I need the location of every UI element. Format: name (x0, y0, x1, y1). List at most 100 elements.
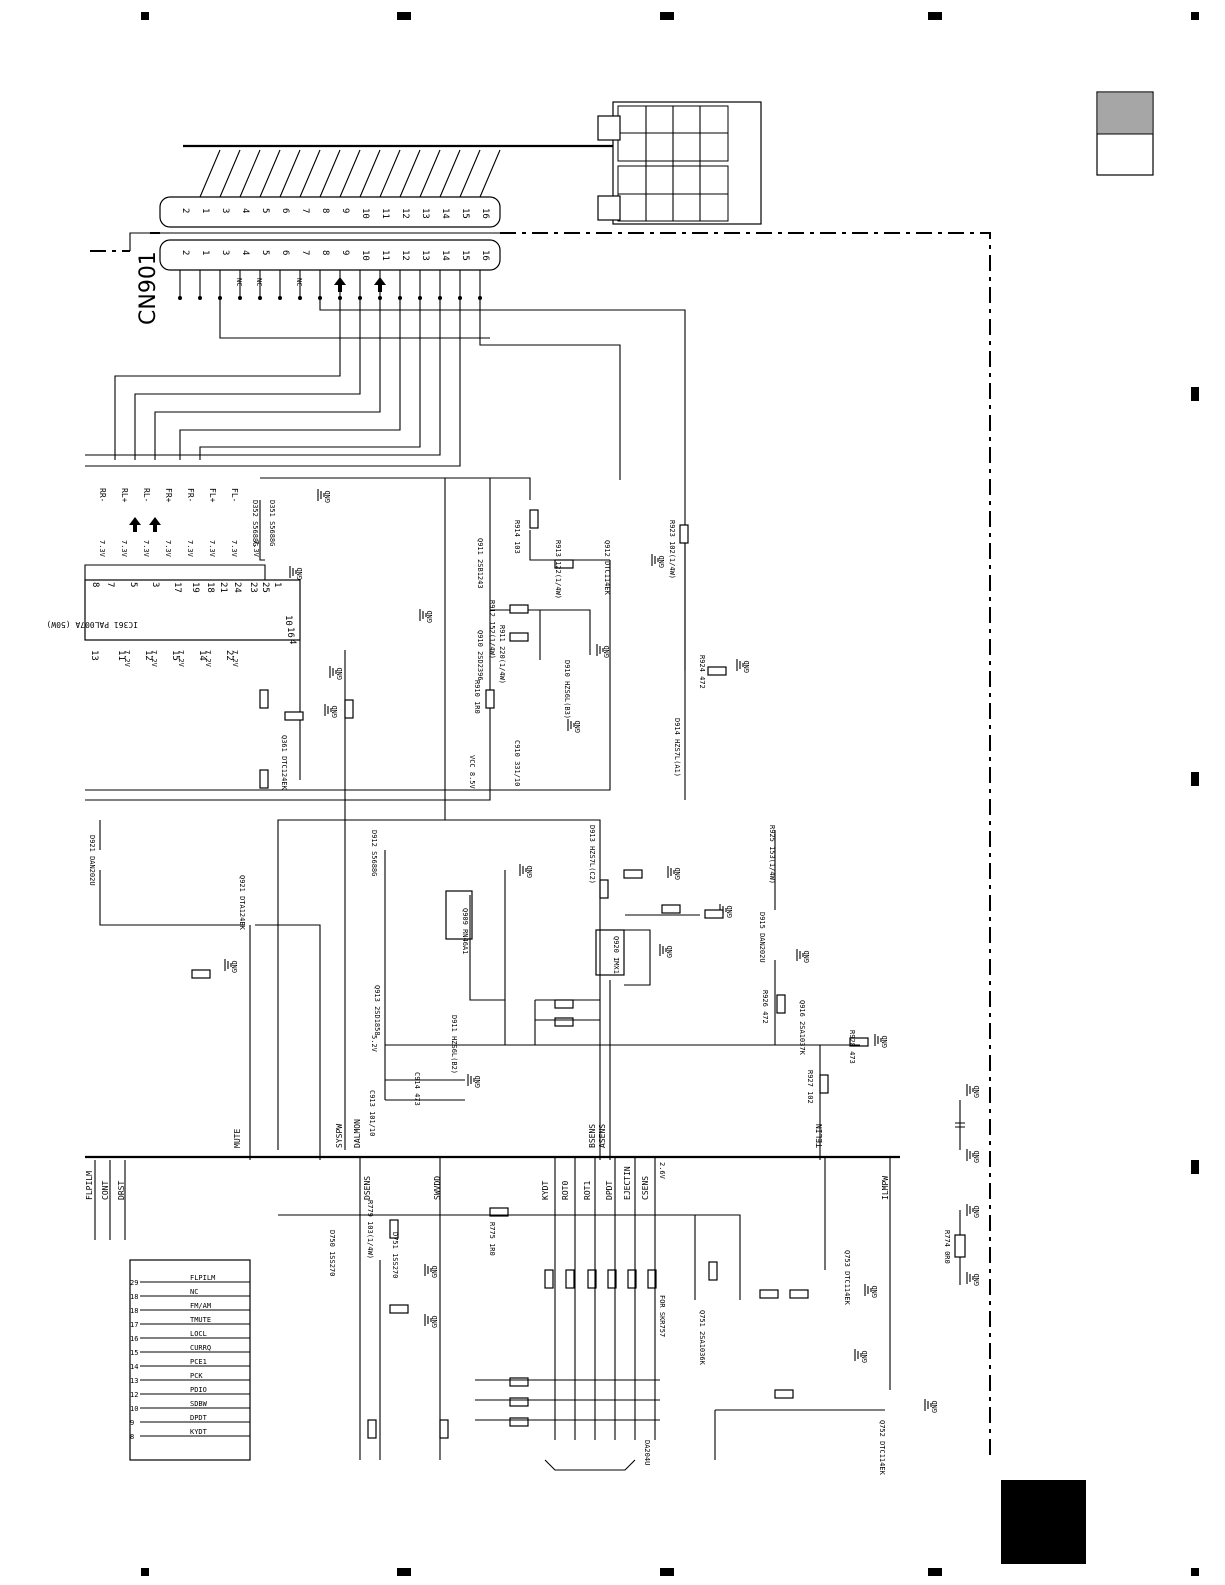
ic-pin-name: FLPILM (190, 1274, 215, 1282)
resistor-icon (647, 1269, 657, 1289)
connector-junction (278, 296, 282, 300)
connector-bottom-pin: 14 (440, 250, 450, 261)
ic-pin-number: 16 (130, 1335, 138, 1343)
component-label: R913 122(1/4W) (554, 540, 562, 599)
connector-bottom-pin: 15 (460, 250, 470, 261)
amp-pin-number: 21 (218, 582, 228, 593)
component-label: Q916 2SA1037K (798, 1000, 806, 1056)
component-label: D352 S5688G (251, 500, 259, 546)
ground-icon: GND (966, 1084, 981, 1098)
component-label: R914 103 (513, 520, 521, 554)
resistor-icon (679, 524, 689, 544)
connector-top-wire (399, 149, 421, 198)
resistor-icon (565, 1269, 575, 1289)
component-label: R775 1R0 (488, 1222, 496, 1256)
ground-label: GND (674, 867, 682, 880)
component-label: D910 HZS6L(B3) (563, 660, 571, 719)
connector-cn901 (159, 196, 501, 271)
ground-label: GND (881, 1035, 889, 1048)
connector-junction (458, 296, 462, 300)
resistor-icon (776, 994, 786, 1014)
component-label: 5.2V (370, 1035, 378, 1053)
amp-voltage: 7.3V (98, 540, 106, 558)
resistor-icon (704, 909, 724, 919)
ic-pin-number: 10 (130, 1405, 138, 1413)
ground-label: GND (474, 1075, 482, 1088)
ground-label: GND (296, 567, 304, 580)
amp-mid-voltage: 7.2V (177, 650, 185, 668)
amp-mid-pin: 10 (283, 615, 293, 626)
connector-nc-label: NC (295, 278, 303, 286)
amp-right-pin: 13 (89, 650, 99, 661)
amp-pin-number: 7 (105, 582, 115, 587)
resistor-icon (627, 1269, 637, 1289)
resistor-icon (259, 769, 269, 789)
connector-top-pin: 12 (400, 208, 410, 219)
ic-pin-name: KYDT (190, 1428, 208, 1436)
amp-voltage: 7.3V (186, 540, 194, 558)
connector-junction (198, 296, 202, 300)
connector-top-pin: 16 (480, 208, 490, 219)
ground-icon: GND (667, 866, 682, 880)
bus-signal-label: SYSPW (335, 1124, 344, 1148)
ground-label: GND (973, 1085, 981, 1098)
component-label: VCC 8.5V (468, 755, 476, 790)
ic-pin-number: 15 (130, 1349, 138, 1357)
ic-pin-name: FM/AM (190, 1302, 211, 1310)
right-edge-components (954, 1100, 966, 1285)
resistor-icon (599, 879, 609, 899)
amp-pin-number: 1 (272, 582, 282, 587)
connector-junction (238, 296, 242, 300)
resistor-icon (849, 1037, 869, 1047)
bus-signal-label: EJECTIN (623, 1166, 632, 1200)
connector-bottom-pin: 8 (320, 250, 330, 255)
ground-icon: GND (966, 1204, 981, 1218)
component-label: Q910 2SD2396 (476, 630, 484, 681)
component-label: C910 331/10 (513, 740, 521, 786)
ground-label: GND (426, 610, 434, 623)
connector-top-pin: 10 (360, 208, 370, 219)
amp-pin-number: 17 (172, 582, 182, 593)
amp-right-pin: 15 (170, 650, 180, 661)
component-label: D914 HZS7L(A1) (673, 718, 681, 777)
amp-output-labels: RR-RL+RL-FR+FR-FL+FL- (98, 488, 239, 503)
connector-top-wire (259, 149, 281, 198)
registration-marks (141, 12, 1199, 1576)
ground-icon: GND (324, 704, 339, 718)
component-label: Q913 2SD1858 (373, 985, 381, 1036)
ground-icon: GND (596, 644, 611, 658)
ground-label: GND (973, 1150, 981, 1163)
resistor-icon (485, 689, 495, 709)
amp-output-label: FR+ (164, 488, 173, 503)
resistor-icon (509, 1397, 529, 1407)
ground-label: GND (973, 1273, 981, 1286)
amp-pin-number: 25 (260, 582, 270, 593)
output-wires (85, 300, 686, 800)
amp-pin-number: 8 (90, 582, 100, 587)
ground-icon: GND (317, 489, 332, 503)
lower-wiring (99, 820, 860, 1160)
resistor-icon (708, 1261, 718, 1281)
connector-top-pin: 13 (420, 208, 430, 219)
connector-top-pin: 11 (380, 208, 390, 219)
resistor-icon (389, 1304, 409, 1314)
amp-voltage: 7.3V (208, 540, 216, 558)
connector-top-wire (219, 149, 241, 198)
resistor-icon (284, 711, 304, 721)
amp-output-label: FL- (230, 488, 239, 502)
connector-nc-label: NC (235, 278, 243, 286)
resistor-icon (259, 689, 269, 709)
amp-ic361: IC361 PAL007A (50W) (46, 564, 301, 641)
resistor-icon (623, 869, 643, 879)
resistor-icon (439, 1419, 449, 1439)
component-label: Q751 2SA1036K (698, 1310, 706, 1366)
resistor-icon (509, 604, 529, 614)
ic-pin-name: DPDT (190, 1414, 208, 1422)
connector-top-pin: 9 (340, 208, 350, 213)
component-label: R923 102(1/4W) (668, 520, 676, 579)
resistor-icon (509, 1377, 529, 1387)
resistor-icon (774, 1389, 794, 1399)
ground-icon: GND (651, 554, 666, 568)
ground-label: GND (871, 1285, 879, 1298)
ic-pin-name: PCE1 (190, 1358, 207, 1366)
